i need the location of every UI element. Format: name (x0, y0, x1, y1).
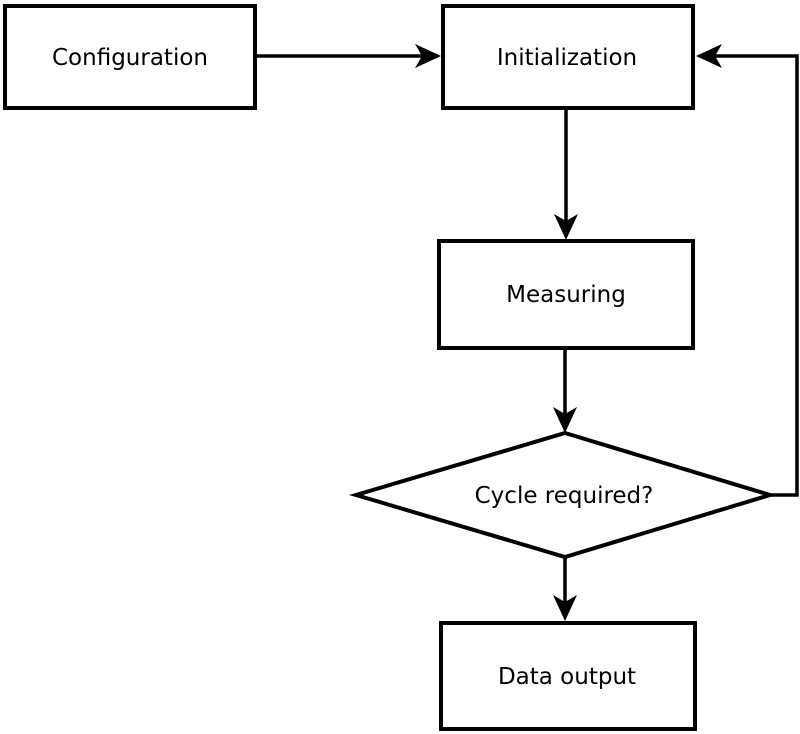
arrowhead-right-icon (415, 44, 441, 68)
edge-measuring-to-cycle-required (553, 350, 577, 433)
node-configuration: Configuration (3, 4, 257, 110)
data-output-box (439, 621, 697, 731)
edge-line (715, 54, 799, 497)
cycle-required-diamond (348, 430, 777, 560)
configuration-label: Configuration (52, 45, 208, 71)
arrowhead-down-icon (553, 407, 577, 433)
node-measuring: Measuring (437, 239, 695, 350)
arrowhead-down-icon (554, 214, 578, 240)
node-data-output: Data output (439, 621, 697, 731)
data-output-label: Data output (498, 664, 636, 690)
edge-configuration-to-initialization (257, 44, 441, 68)
node-initialization: Initialization (441, 4, 695, 110)
initialization-label: Initialization (497, 45, 637, 71)
arrowhead-left-icon (696, 44, 722, 68)
initialization-box (441, 4, 695, 110)
measuring-box (437, 239, 695, 350)
edge-cycle-required-to-initialization-feedback (696, 44, 799, 497)
measuring-label: Measuring (506, 282, 626, 308)
configuration-box (3, 4, 257, 110)
arrowhead-down-icon (553, 595, 577, 621)
edge-initialization-to-measuring (554, 110, 578, 240)
node-cycle-required: Cycle required? (348, 430, 777, 560)
cycle-required-label: Cycle required? (475, 483, 654, 509)
edge-cycle-required-to-data-output (553, 557, 577, 621)
